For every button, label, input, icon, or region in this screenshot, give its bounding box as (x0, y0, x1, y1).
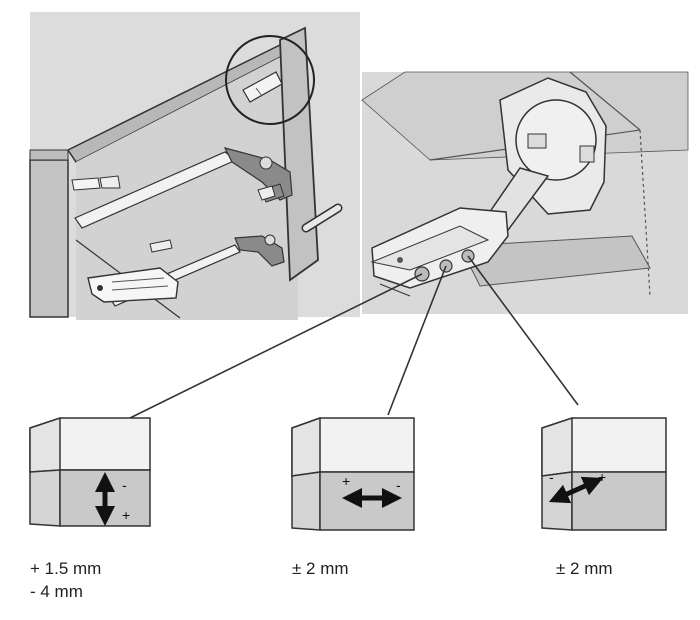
depth-label: ± 2 mm (556, 559, 613, 578)
height-label-line2: - 4 mm (30, 582, 83, 601)
minus-sign-3: - (549, 469, 554, 485)
hinge-closeup-illustration (361, 71, 689, 314)
diagonal-double-arrow-icon (548, 476, 604, 504)
cabinet-lift-illustration (29, 12, 360, 320)
height-adjustment-block: - + (29, 416, 151, 527)
plus-sign-2: + (342, 473, 350, 489)
side-label: ± 2 mm (292, 559, 349, 578)
depth-adjustment-block: - + (541, 416, 667, 531)
minus-sign-2: - (396, 477, 401, 493)
minus-sign-1: - (122, 477, 127, 493)
height-label-line1: + 1.5 mm (30, 559, 102, 578)
side-adjustment-block: + - (291, 416, 415, 531)
detail-callout-circle (225, 35, 315, 125)
leader-lines (129, 255, 579, 419)
plus-sign-3: + (598, 469, 606, 485)
plus-sign-1: + (122, 507, 130, 523)
